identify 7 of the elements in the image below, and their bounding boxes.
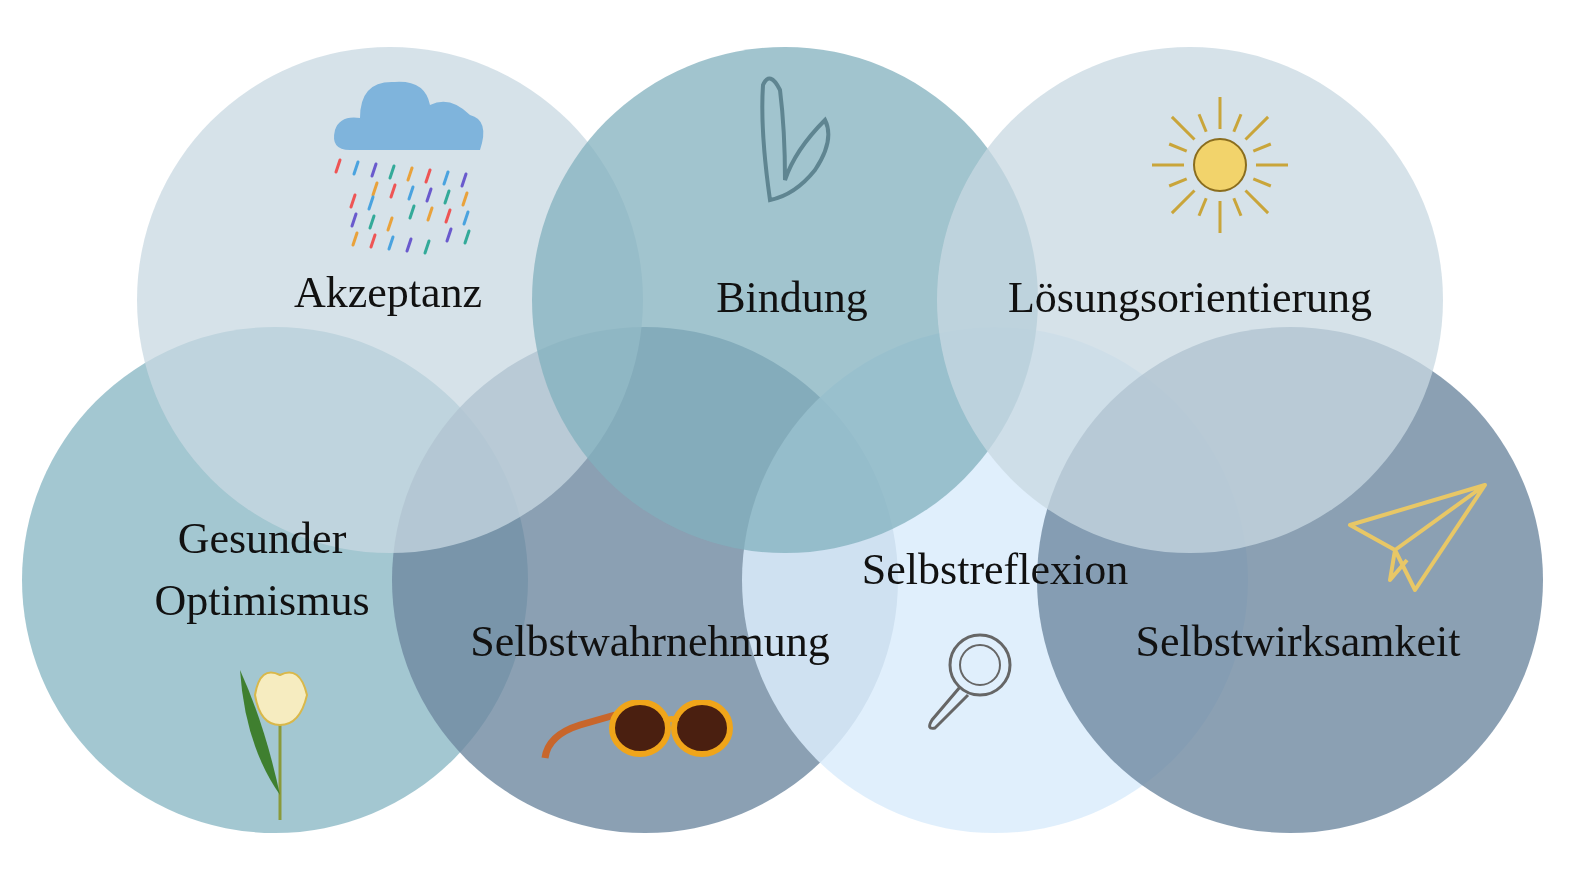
circle-label: Selbstwahrnehmung: [470, 616, 830, 669]
circle-label: Akzeptanz: [293, 267, 483, 320]
circle-label: Selbstreflexion: [861, 544, 1129, 597]
circle-label: Bindung: [716, 272, 868, 325]
circle-label: Lösungsorientierung: [1007, 272, 1373, 325]
circle-label: Selbstwirksamkeit: [1135, 616, 1461, 669]
circle-label: Gesunder Optimismus: [153, 513, 371, 627]
